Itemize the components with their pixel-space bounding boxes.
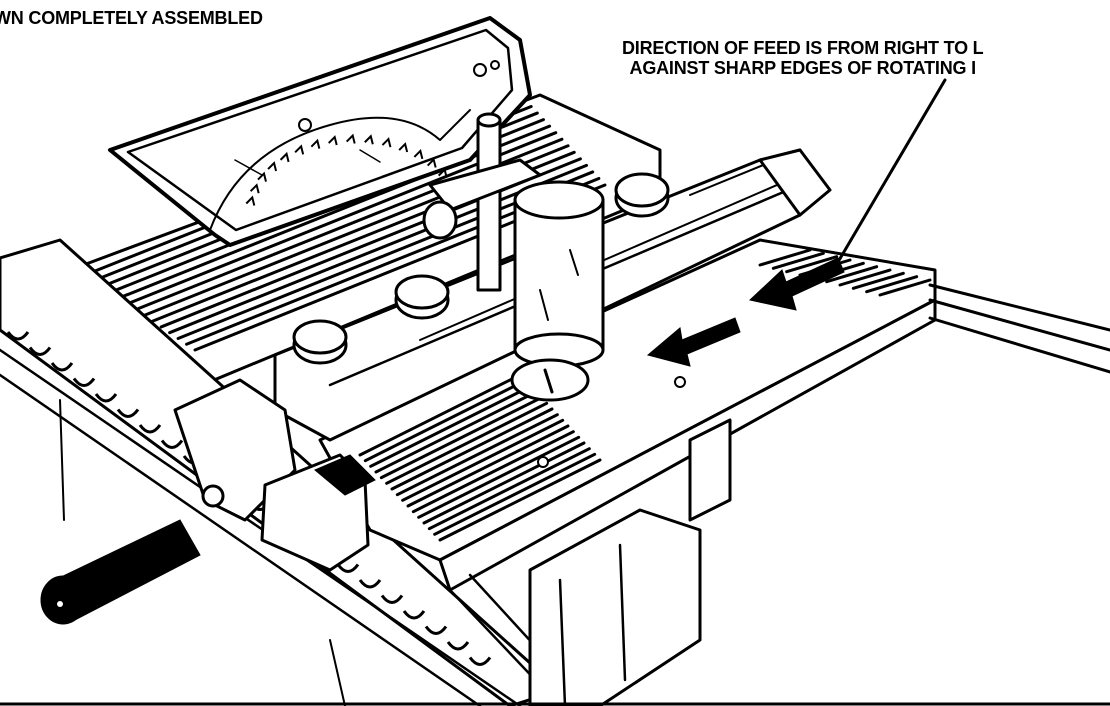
rail-scallop: [50, 362, 74, 372]
blade-tooth: [267, 161, 278, 172]
router-table-top: [318, 238, 1110, 706]
blade-tooth: [398, 142, 409, 153]
blade-tooth: [381, 137, 392, 148]
feed-arrow-left: [646, 317, 741, 367]
blade-tooth: [426, 157, 437, 168]
knob-4: [422, 200, 458, 240]
assembled-caption: WN COMPLETELY ASSEMBLED: [0, 8, 263, 28]
table-rib: [851, 271, 905, 290]
knob-2: [394, 274, 450, 320]
table-rib: [406, 424, 570, 508]
feed-direction-caption: DIRECTION OF FEED IS FROM RIGHT TO L AGA…: [622, 38, 984, 78]
blade-tooth: [245, 195, 256, 206]
rail-scallop: [160, 439, 184, 449]
rail-scallop: [446, 641, 470, 651]
table-rib: [401, 418, 565, 502]
table-rib: [395, 413, 559, 497]
blade-tooth: [310, 138, 321, 149]
callout-leader-line: [836, 78, 947, 264]
rail-scallop: [72, 377, 96, 387]
router-motor: [528, 418, 732, 706]
blade-tooth: [294, 144, 305, 155]
rail-scallop: [468, 656, 492, 666]
table-rib: [390, 407, 554, 491]
rail-scallop: [336, 563, 360, 573]
blade-tooth: [257, 171, 267, 182]
rail-scallop: [94, 393, 118, 403]
table-rib: [411, 430, 575, 514]
table-rib: [838, 268, 892, 287]
table-rib: [374, 390, 538, 474]
table-rib: [785, 255, 839, 274]
table-rib: [438, 458, 602, 542]
table-rib: [422, 441, 586, 525]
rail-scallop: [402, 610, 426, 620]
rail-scallop: [6, 331, 30, 341]
rail-scallop: [138, 424, 162, 434]
feed-direction-arrows: [646, 78, 947, 367]
miter-handle: [40, 519, 201, 625]
blade-tooth: [437, 167, 448, 178]
blade-guard: [108, 16, 532, 247]
table-rib: [363, 379, 527, 463]
rail-scallop: [424, 625, 448, 635]
hold-down-post: [428, 112, 542, 292]
table-rib: [825, 265, 879, 284]
blade-tooth: [413, 148, 424, 160]
table-rib: [417, 435, 581, 519]
feed-direction-line-1: DIRECTION OF FEED IS FROM RIGHT TO L: [622, 38, 984, 58]
rail-scallop: [380, 594, 404, 604]
table-rib: [878, 278, 932, 297]
table-rib: [758, 248, 812, 267]
miter-gauge: [173, 378, 376, 572]
table-rib: [369, 384, 533, 468]
blade-tooth: [345, 133, 356, 144]
rail-scallop: [28, 346, 52, 356]
blade-tooth: [327, 135, 338, 146]
knob-1: [292, 319, 348, 365]
table-rib: [385, 401, 549, 485]
rail-scallop: [116, 408, 140, 418]
table-rib: [358, 373, 522, 457]
blade-tooth: [279, 151, 290, 163]
rail-scallop: [358, 579, 382, 589]
knob-3: [614, 172, 670, 218]
feed-direction-line-2: AGAINST SHARP EDGES OF ROTATING I: [629, 58, 977, 78]
router-table-ribs: [358, 248, 932, 542]
table-rib: [379, 396, 543, 480]
blade-tooth: [364, 134, 374, 145]
bit-guard-cylinder: [510, 180, 605, 402]
table-rib: [427, 447, 591, 531]
table-rib: [433, 452, 597, 536]
feed-arrow-right: [748, 257, 845, 311]
table-rib: [865, 275, 919, 294]
table-rib: [771, 251, 825, 270]
blade-tooth: [249, 183, 260, 194]
